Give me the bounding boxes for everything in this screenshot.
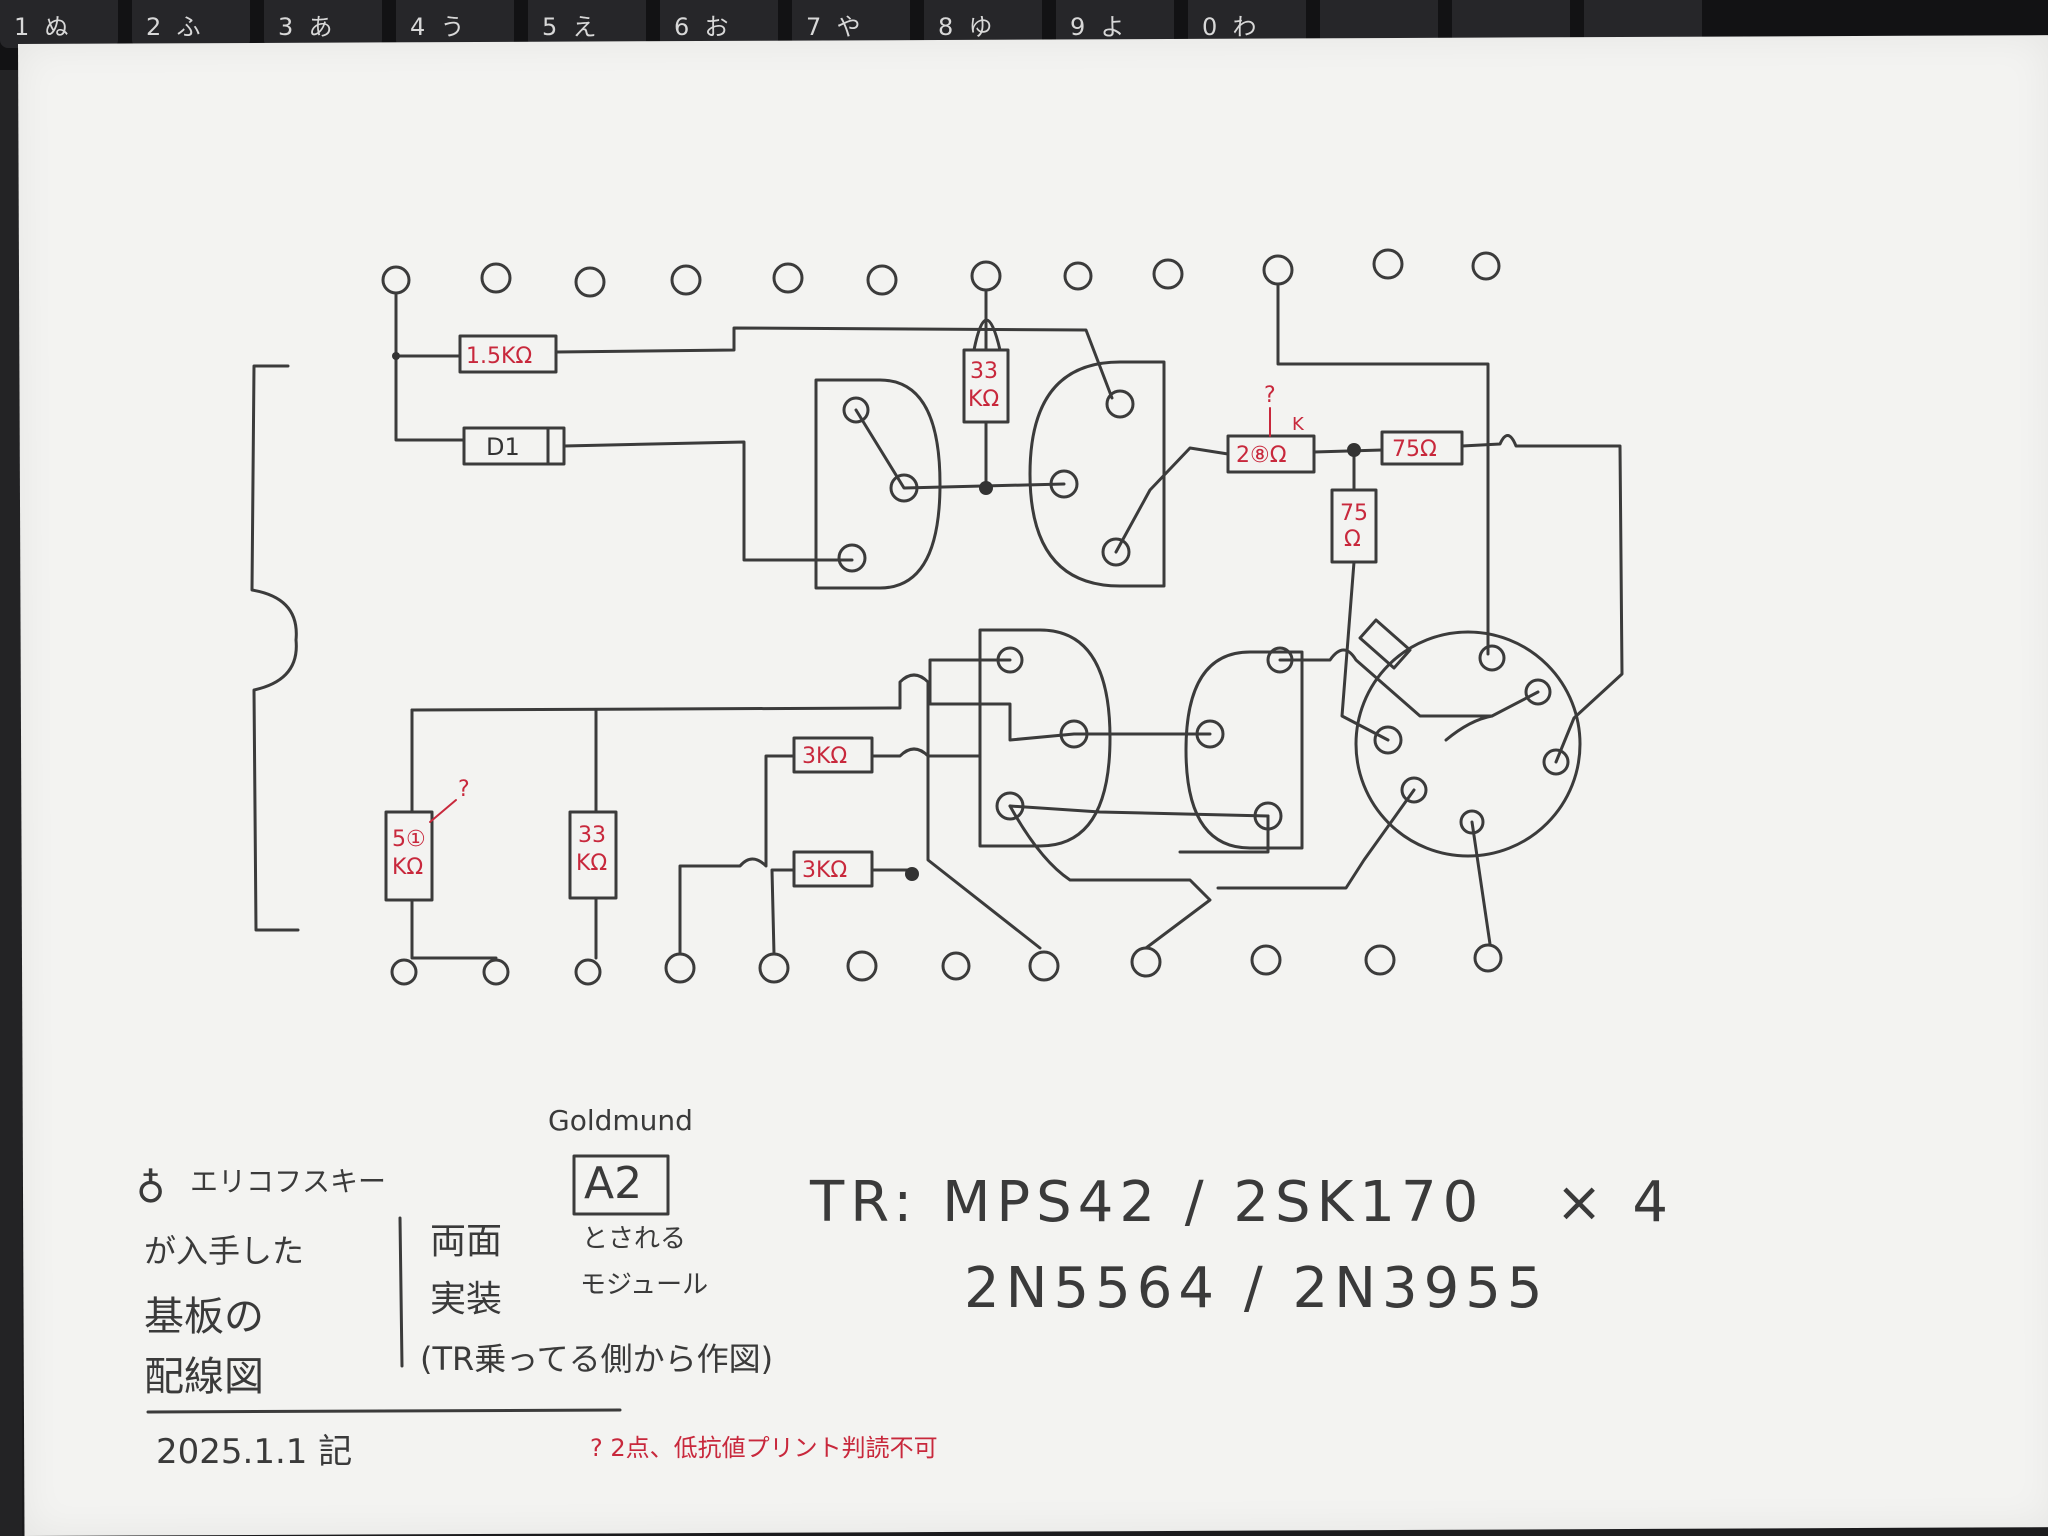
transistor-q1 [814,378,942,590]
transistor-q2 [1028,360,1166,588]
key-kana: ゆ [968,13,993,41]
key-kana: ふ [176,13,201,41]
resistor-1k5-body [458,334,558,374]
key-kana: あ [308,13,333,41]
author-line-2: が入手した [144,1232,305,1270]
key-2: 2 ふ [132,0,250,48]
key-number: 0 [1202,13,1218,41]
pcb-traces [394,282,1624,960]
key-number: 2 [146,13,162,41]
diode-d1-label: D1 [486,433,520,461]
footnote-unreadable: ? 2点、低抗値プリント判読不可 [590,1434,938,1462]
key-5: 5 え [528,0,646,48]
perspective-note: (TR乗ってる側から作図) [420,1340,774,1378]
desk-edge [0,70,22,1536]
model-box [572,1154,670,1216]
key-kana: え [572,13,597,41]
transistor-q4 [1184,646,1304,850]
author-line-1: エリコフスキー [190,1165,387,1198]
resistor-33k-bottom-label-b: KΩ [576,851,607,876]
resistor-33k-top-label-a: 33 [970,359,998,384]
key-number: 7 [806,13,822,41]
key-kana: わ [1232,13,1257,41]
key-number: 8 [938,13,954,41]
key-number: 3 [278,13,294,41]
brand-label: Goldmund [548,1104,693,1137]
resistor-75-h-label: 75Ω [1392,437,1437,462]
key-number: 4 [410,13,426,41]
resistor-75-v-label-b: Ω [1344,527,1361,552]
resistor-51k-label-a: 5① [392,827,426,852]
author-underline [146,1408,622,1414]
transistor-list-line-1: TR: MPS42 / 2SK170 × 4 [810,1170,1674,1235]
author-line-4: 配線図 [144,1354,264,1400]
bottom-pad-row [390,943,1503,986]
resistor-51k-label-b: KΩ [392,855,423,880]
resistor-75-v-label-a: 75 [1340,501,1368,526]
key-kana: う [440,13,465,41]
k-mark: K [1292,414,1305,435]
resistor-3k-upper-label: 3KΩ [802,744,847,769]
transistor-list-line-2: 2N5564 / 2N3955 [964,1256,1549,1321]
mounting-label: 実装 [430,1279,503,1320]
key-number: 6 [674,13,690,41]
resistor-3k-lower-label: 3KΩ [802,858,847,883]
resistor-1k5-label: 1.5KΩ [466,344,532,369]
transistor-to5-can [1354,618,1582,858]
key-number: 9 [1070,13,1086,41]
key-kana: ぬ [44,13,69,41]
key-kana: お [704,13,729,41]
module-label: モジュール [580,1270,709,1300]
key-4: 4 う [396,0,514,48]
resistor-51k-body [384,810,434,902]
key-kana: よ [1100,13,1125,41]
key-number: 5 [542,13,558,41]
key-3: 3 あ [264,0,382,48]
author-line-3: 基板の [144,1294,264,1340]
model-label: A2 [584,1158,643,1209]
top-pad-row [381,248,1501,298]
author-icon: ♁ [136,1166,166,1212]
junction-dots [392,352,1361,881]
connector-bracket [250,364,300,932]
resistor-33k-bottom-label-a: 33 [578,823,606,848]
resistor-33k-bottom-body [568,810,618,900]
callout-line-51k [429,799,457,823]
resistor-75-h-body [1380,430,1464,466]
question-mark-51k: ? [458,777,470,802]
resistor-33k-top-label-b: KΩ [968,387,999,412]
key-number: 1 [14,13,30,41]
question-mark-28: ? [1264,383,1276,408]
date-label: 2025.1.1 記 [156,1432,353,1472]
key-kana: や [836,13,861,41]
said-to-be-label: とされる [582,1224,687,1254]
double-sided-label: 両面 [430,1221,503,1262]
author-divider [398,1216,404,1368]
key-1: 1 ぬ [0,0,118,48]
resistor-28-label: 2⑧Ω [1236,443,1287,468]
